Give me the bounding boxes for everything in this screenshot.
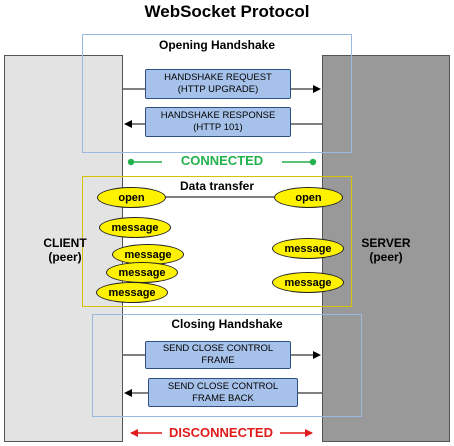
send-close-line2: FRAME: [201, 355, 235, 366]
data-transfer-title: Data transfer: [179, 179, 255, 193]
disconnected-label: DISCONNECTED: [168, 425, 273, 440]
handshake-response-line1: HANDSHAKE RESPONSE: [160, 110, 276, 121]
data-transfer-section: [82, 176, 352, 307]
closing-handshake-title: Closing Handshake: [171, 317, 283, 331]
client-message-ellipse: message: [96, 282, 168, 303]
client-label-line1: CLIENT: [43, 236, 87, 250]
server-label: SERVER (peer): [350, 236, 422, 264]
client-label-line2: (peer): [48, 250, 82, 264]
connected-dot-right: [309, 158, 317, 166]
server-label-line1: SERVER: [361, 236, 411, 250]
send-close-box: SEND CLOSE CONTROL FRAME: [145, 341, 291, 369]
server-label-line2: (peer): [369, 250, 403, 264]
handshake-response-box: HANDSHAKE RESPONSE (HTTP 101): [145, 107, 291, 137]
diagram-title: WebSocket Protocol: [144, 2, 310, 21]
client-message-ellipse: message: [99, 217, 171, 238]
send-close-back-line2: FRAME BACK: [192, 392, 254, 404]
opening-handshake-section: [82, 34, 352, 153]
handshake-request-line2: (HTTP UPGRADE): [177, 84, 259, 95]
server-message-ellipse: message: [272, 238, 344, 259]
send-close-back-line1: SEND CLOSE CONTROL: [167, 380, 279, 392]
client-open-ellipse: open: [97, 187, 166, 208]
handshake-request-box: HANDSHAKE REQUEST (HTTP UPGRADE): [145, 69, 291, 99]
client-message-ellipse: message: [106, 262, 178, 283]
send-close-line1: SEND CLOSE CONTROL: [162, 343, 274, 354]
send-close-back-box: SEND CLOSE CONTROL FRAME BACK: [148, 378, 298, 407]
server-open-ellipse: open: [274, 187, 343, 208]
server-message-ellipse: message: [272, 272, 344, 293]
connected-dot-left: [127, 158, 135, 166]
connected-label: CONNECTED: [162, 153, 282, 168]
closing-handshake-section: [92, 314, 362, 417]
handshake-response-line2: (HTTP 101): [193, 122, 243, 133]
client-label: CLIENT (peer): [30, 236, 100, 264]
opening-handshake-title: Opening Handshake: [158, 38, 276, 52]
handshake-request-line1: HANDSHAKE REQUEST: [164, 72, 272, 83]
